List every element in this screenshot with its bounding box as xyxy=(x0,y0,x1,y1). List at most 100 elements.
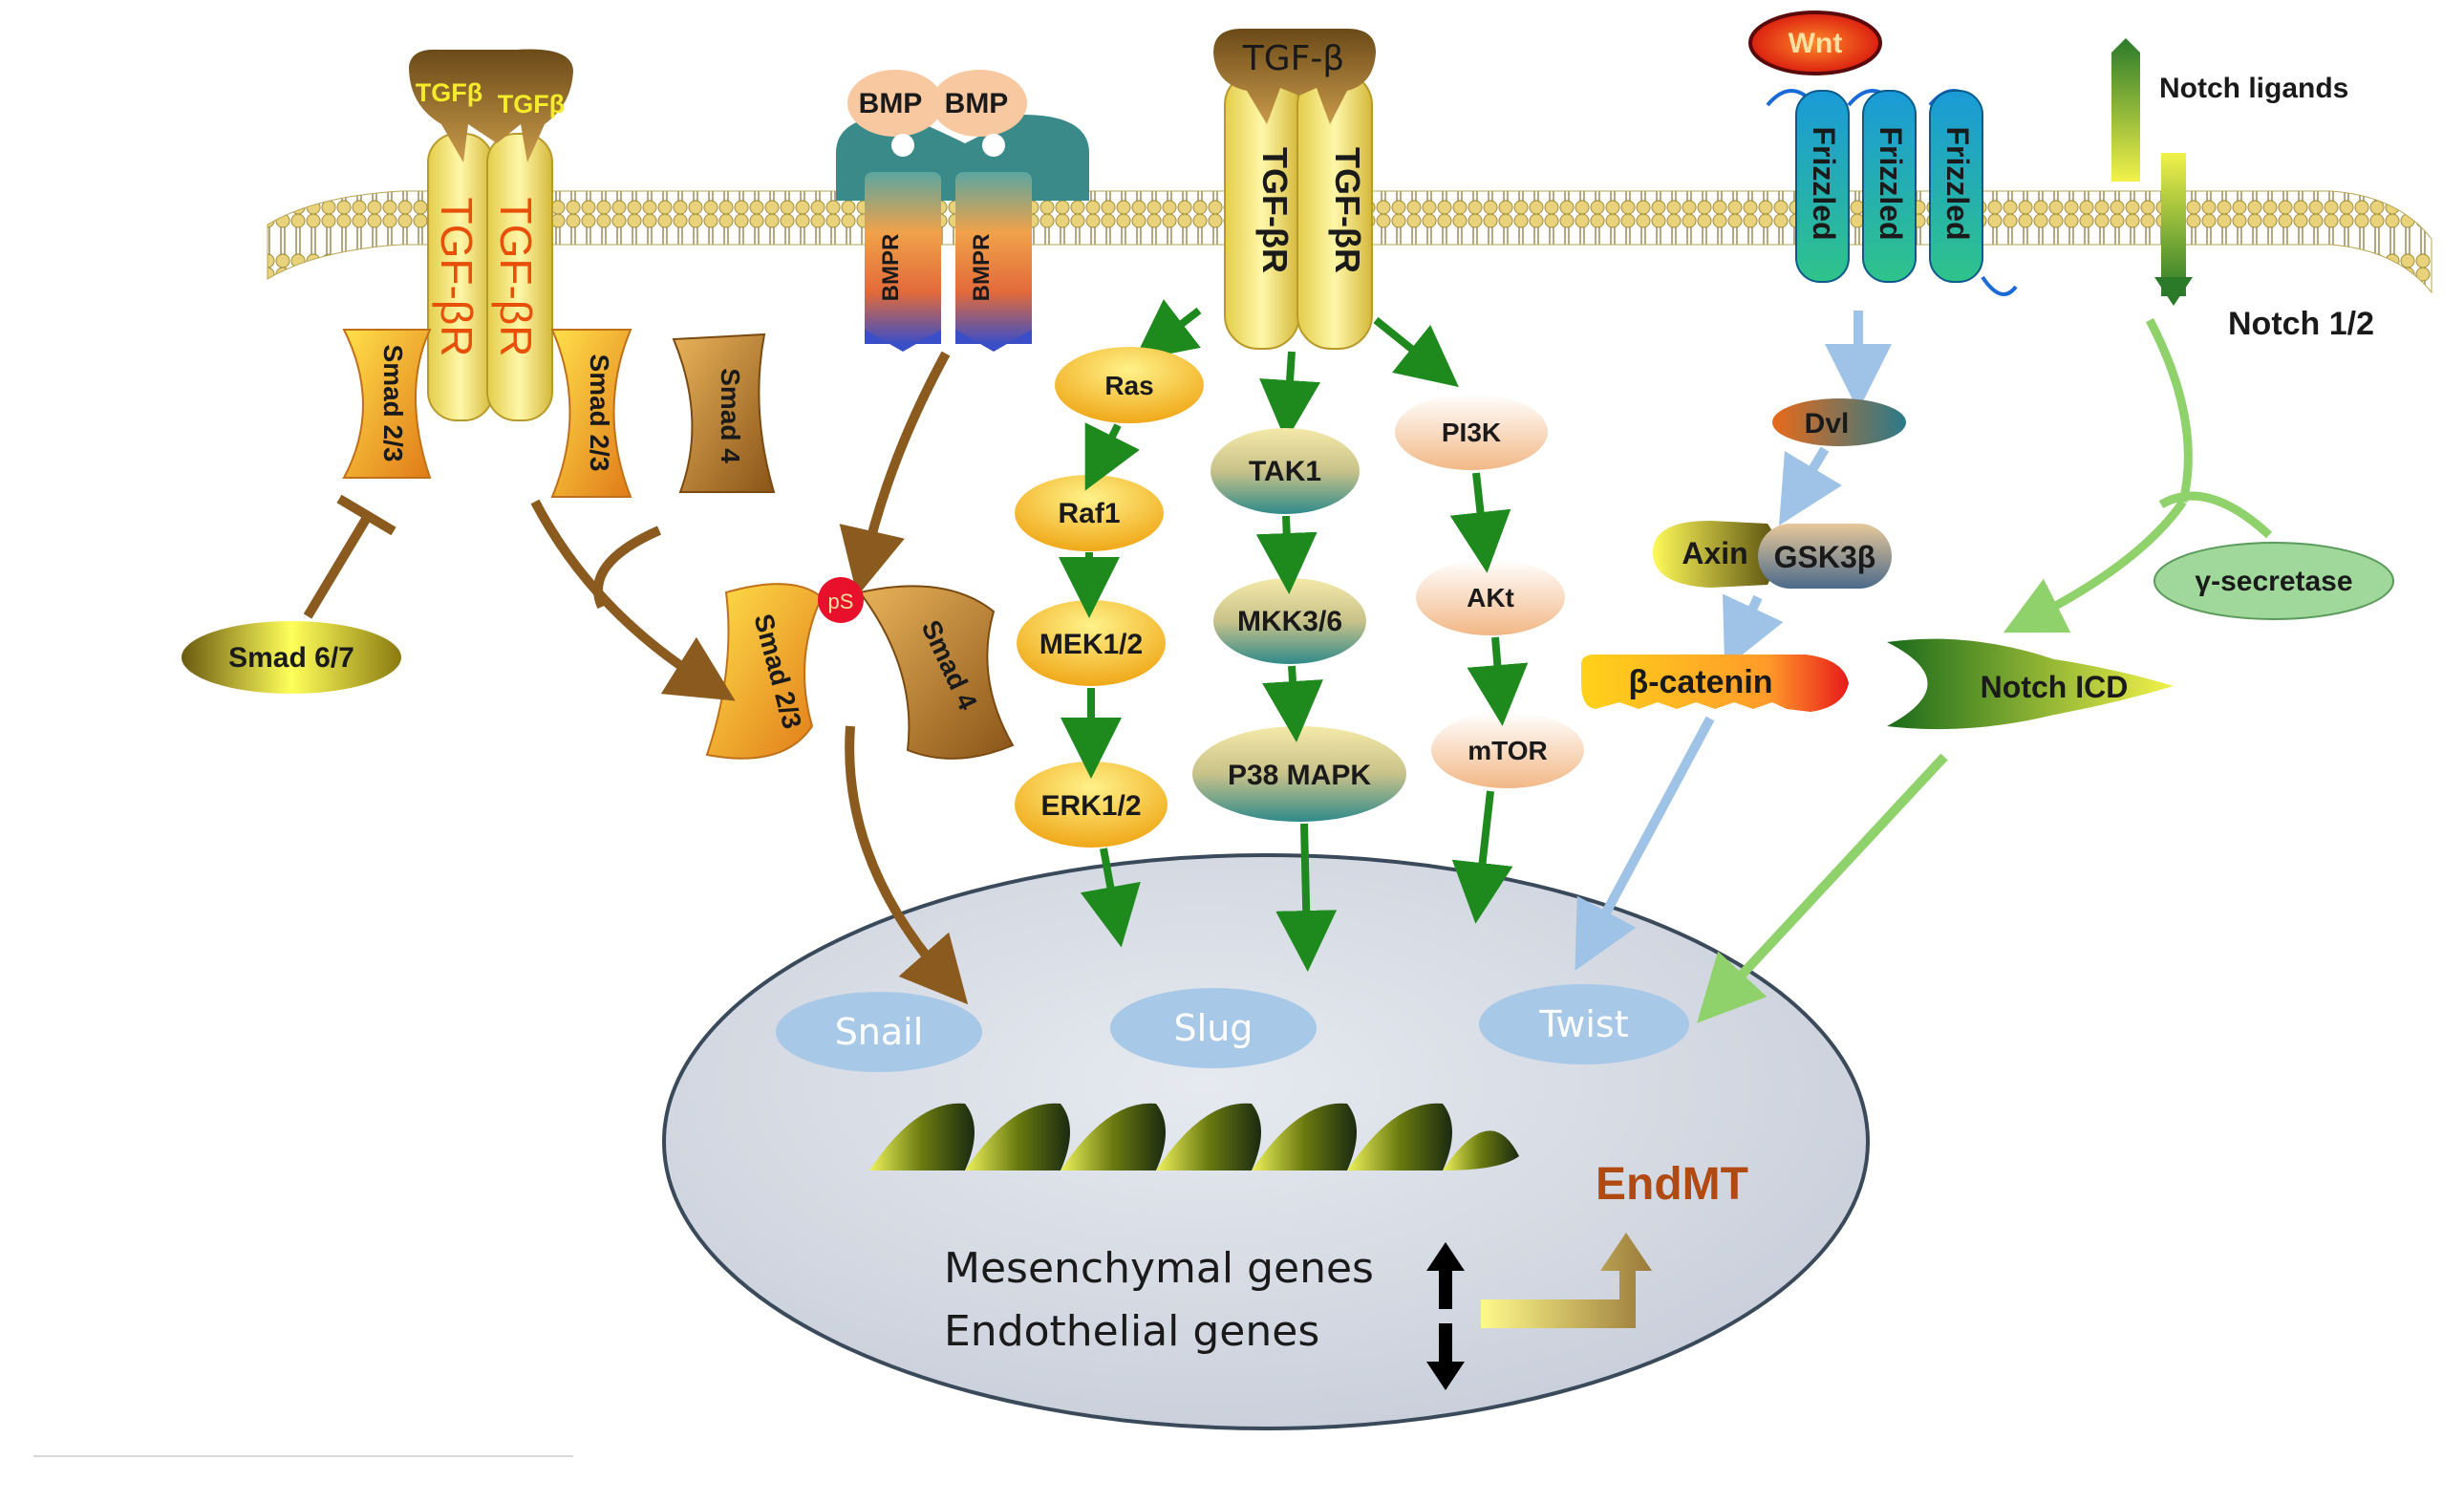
smad67: Smad 6/7 xyxy=(182,621,401,694)
mesenchymal-genes-label: Mesenchymal genes xyxy=(944,1244,1374,1293)
endothelial-genes-label: Endothelial genes xyxy=(944,1307,1319,1356)
erk-to-nucleus-arrow xyxy=(1080,848,1141,948)
mtor-to-nucleus-arrow xyxy=(1451,790,1513,924)
svg-text:γ-secretase: γ-secretase xyxy=(2195,566,2352,597)
bmp-receptor: BMP BMP BMPR BMPR xyxy=(836,70,1089,352)
axin-to-catenin-arrow xyxy=(1723,593,1784,669)
endmt-label: EndMT xyxy=(1596,1159,1748,1210)
tgfb-receptor-left: TGFβ TGFβ TGF-βR TGF-βR xyxy=(409,49,573,421)
smad23-to-complex-arrow xyxy=(530,499,736,701)
svg-text:β-catenin: β-catenin xyxy=(1628,664,1772,700)
smad23-left: Smad 2/3 xyxy=(342,329,432,479)
transcription-factors: Snail Slug Twist xyxy=(776,984,1689,1072)
p38-to-nucleus-arrow xyxy=(1275,823,1338,972)
bmpr-label-2: BMPR xyxy=(969,234,995,302)
raf1-node xyxy=(1015,475,1164,551)
tgfb-receptor-label-2: TGF-βR xyxy=(491,198,541,357)
svg-text:AKt: AKt xyxy=(1467,583,1514,612)
svg-text:MEK1/2: MEK1/2 xyxy=(1039,629,1143,660)
svg-text:PI3K: PI3K xyxy=(1442,418,1501,447)
svg-text:Notch ICD: Notch ICD xyxy=(1981,670,2129,704)
svg-text:Smad 2/3: Smad 2/3 xyxy=(585,354,614,472)
ras-to-raf1-arrow xyxy=(1084,422,1140,491)
svg-text:P38 MAPK: P38 MAPK xyxy=(1228,760,1371,791)
bmp-ligand-2: BMP xyxy=(945,88,1009,119)
svg-text:Dvl: Dvl xyxy=(1805,408,1850,440)
svg-text:Axin: Axin xyxy=(1682,536,1747,570)
svg-text:GSK3β: GSK3β xyxy=(1774,540,1876,574)
secretase-action-line xyxy=(2158,491,2273,539)
tgfb-to-pi3k-arrow xyxy=(1373,316,1459,388)
tgfb-receptor-label-1: TGF-βR xyxy=(432,198,482,357)
slug-tf xyxy=(1110,988,1317,1068)
svg-text:ERK1/2: ERK1/2 xyxy=(1040,790,1141,822)
phospho-label: pS xyxy=(828,590,854,613)
akt-to-mtor-arrow xyxy=(1467,636,1529,726)
notch-cleavage-line xyxy=(2146,317,2193,504)
p38mapk-node xyxy=(1192,726,1406,822)
smad-complex: pS Smad 2/3 Smad 4 xyxy=(705,577,1015,760)
axin-gsk3b-complex: Axin GSK3β xyxy=(1653,521,1892,589)
notch-receptor-label: Notch 1/2 xyxy=(2228,306,2374,342)
tgfb-center-ligand: TGF-β xyxy=(1242,39,1345,78)
pi3k-to-akt-arrow xyxy=(1449,472,1511,573)
dvl: Dvl xyxy=(1772,398,1906,446)
akt-node xyxy=(1416,559,1565,635)
svg-text:Ras: Ras xyxy=(1104,371,1153,400)
bmp-ligand-1: BMP xyxy=(859,88,923,119)
smad4-to-complex-arrow xyxy=(593,526,662,610)
tgfb-center-receptor-1: TGF-βR xyxy=(1255,147,1295,273)
bmp-arrow xyxy=(839,351,951,597)
svg-text:Wnt: Wnt xyxy=(1789,28,1843,59)
svg-text:Smad 2/3: Smad 2/3 xyxy=(378,345,408,462)
mapk-pathway: Ras Raf1 MEK1/2 ERK1/2 xyxy=(1015,347,1204,848)
svg-text:Slug: Slug xyxy=(1174,1007,1253,1049)
secretase-to-icd-arrow xyxy=(2003,499,2187,633)
tgfb-ligand-1: TGFβ xyxy=(416,78,482,107)
mkk-to-p38-arrow xyxy=(1262,665,1323,742)
catenin-to-twist-arrow xyxy=(1575,716,1715,971)
svg-text:Snail: Snail xyxy=(835,1011,924,1053)
frizzled-label-1: Frizzled xyxy=(1807,126,1841,240)
wnt-ligand xyxy=(1748,11,1882,75)
tgfb-receptor-center: TGF-β TGF-βR TGF-βR xyxy=(1213,29,1376,350)
bmpr-label-1: BMPR xyxy=(878,234,904,302)
svg-text:MKK3/6: MKK3/6 xyxy=(1237,606,1342,637)
up-arrow-icon xyxy=(1426,1242,1465,1309)
p38-pathway: TAK1 MKK3/6 P38 MAPK xyxy=(1192,428,1406,822)
mtor-node xyxy=(1431,712,1584,788)
tgfb-ligand-2: TGFβ xyxy=(498,90,565,118)
notch-ligands-label: Notch ligands xyxy=(2159,73,2348,104)
icd-to-twist-arrow xyxy=(1697,753,1948,1023)
svg-text:mTOR: mTOR xyxy=(1468,736,1548,765)
notch-icd: Notch ICD xyxy=(1887,638,2174,730)
beta-catenin: β-catenin xyxy=(1581,655,1849,712)
endmt-bent-arrow xyxy=(1481,1233,1652,1328)
svg-text:Raf1: Raf1 xyxy=(1058,498,1120,529)
notch-receptor: Notch ligands Notch 1/2 xyxy=(2111,38,2374,342)
frizzled-label-3: Frizzled xyxy=(1940,126,1975,240)
mek12-node xyxy=(1017,600,1166,686)
wnt-frizzled: Wnt Frizzled Frizzled Frizzled xyxy=(1748,11,2018,296)
tgfb-to-ras-arrow xyxy=(1133,299,1202,361)
pi3k-node xyxy=(1395,394,1548,470)
smad23-right: Smad 2/3 xyxy=(550,329,632,498)
ras-node xyxy=(1055,347,1204,423)
pi3k-pathway: PI3K AKt mTOR xyxy=(1395,394,1584,788)
erk12-node xyxy=(1015,762,1168,848)
svg-text:Smad 4: Smad 4 xyxy=(716,368,745,463)
tgfb-center-receptor-2: TGF-βR xyxy=(1328,147,1367,273)
mkk36-node xyxy=(1213,578,1366,664)
svg-text:Smad 6/7: Smad 6/7 xyxy=(228,642,354,674)
down-arrow-icon xyxy=(1426,1323,1465,1390)
smad4-top: Smad 4 xyxy=(672,333,776,493)
dna-helix xyxy=(869,1103,1519,1170)
gamma-secretase: γ-secretase xyxy=(2153,542,2394,620)
tgfb-to-tak1-arrow xyxy=(1259,351,1320,441)
dvl-to-axin-arrow xyxy=(1778,446,1843,526)
tak1-node xyxy=(1211,428,1360,514)
tak1-to-mkk-arrow xyxy=(1255,515,1318,594)
smad67-inhibition-line xyxy=(303,494,396,619)
snail-tf xyxy=(776,992,982,1072)
